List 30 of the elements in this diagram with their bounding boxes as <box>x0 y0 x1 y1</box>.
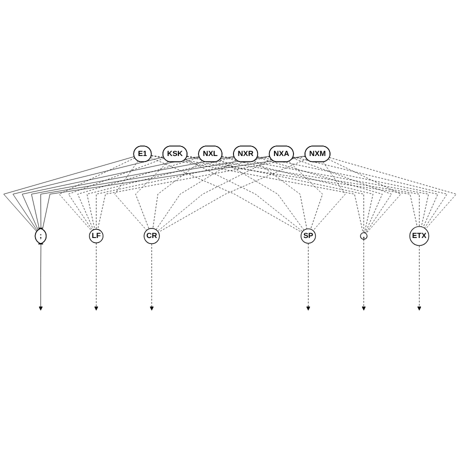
connector <box>3 156 135 232</box>
connector <box>328 159 402 234</box>
connector <box>292 156 448 228</box>
connector <box>31 156 234 229</box>
connector <box>151 156 364 234</box>
connector <box>152 160 202 229</box>
connector <box>96 156 270 230</box>
connector <box>114 160 147 231</box>
connector <box>135 161 168 230</box>
connector <box>12 156 164 232</box>
connector <box>329 157 457 230</box>
connector <box>185 159 303 232</box>
connector <box>86 156 235 230</box>
connector <box>157 159 272 232</box>
connector <box>186 156 364 233</box>
connector <box>256 157 383 234</box>
connector <box>68 158 164 231</box>
connector <box>257 156 438 228</box>
connector <box>288 161 323 230</box>
connector <box>292 158 392 234</box>
connector <box>220 159 304 230</box>
connector <box>97 156 306 230</box>
connector <box>77 157 200 230</box>
connector <box>156 160 237 230</box>
connector <box>22 156 200 230</box>
connector <box>254 160 308 230</box>
connector <box>312 162 346 231</box>
connector <box>58 158 136 232</box>
connector <box>222 156 429 227</box>
connector <box>221 156 374 234</box>
